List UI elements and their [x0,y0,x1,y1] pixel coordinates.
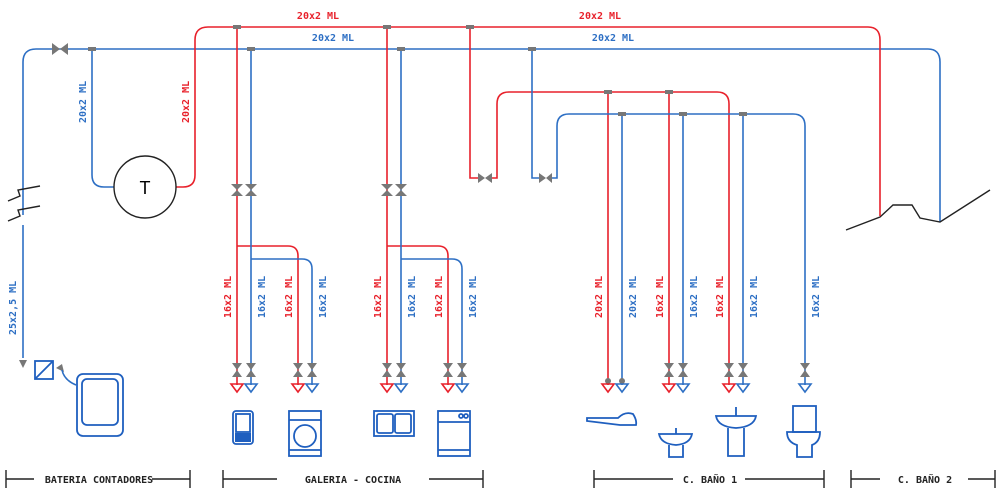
fitting-dot [619,378,625,384]
outlet-icon [379,383,395,394]
outlet-icon [454,383,470,394]
galeria-labels: 16x2 ML 16x2 ML 16x2 ML 16x2 ML 16x2 ML … [223,276,479,318]
outlet-icon [721,383,737,394]
outlet-icon [661,383,677,394]
svg-text:16x2 ML: 16x2 ML [715,276,726,318]
svg-text:16x2 ML: 16x2 ML [407,276,418,318]
section-bar-bano2: C. BAÑO 2 [850,470,996,488]
hot-main-pipe [194,26,881,216]
svg-text:16x2 ML: 16x2 ML [468,276,479,318]
outlet-icon [614,383,630,394]
heater-cold-label: 20x2 ML [78,81,89,123]
heater-cold-pipe [91,49,114,188]
heater-hot-pipe [176,174,196,188]
cold-main-label: 20x2 ML [312,33,354,44]
heater-hot-label: 20x2 ML [181,81,192,123]
svg-text:16x2 ML: 16x2 ML [257,276,268,318]
shower-icon [586,412,638,426]
valve-icon[interactable] [457,363,467,377]
hot-main-label: 20x2 ML [297,11,339,22]
svg-text:20x2 ML: 20x2 ML [628,276,639,318]
valve-icon[interactable] [664,363,674,377]
svg-text:C. BAÑO 1: C. BAÑO 1 [683,473,737,486]
outlet-icon [304,383,320,394]
valve-icon[interactable] [800,363,810,377]
break-mark-right [845,189,991,231]
svg-text:20x2 ML: 20x2 ML [594,276,605,318]
bano1-piping [469,27,806,385]
sink-icon [232,410,254,445]
outlet-icon [243,383,259,394]
galeria-piping [231,27,463,385]
bano1-labels: 20x2 ML 20x2 ML 16x2 ML 16x2 ML 16x2 ML … [594,276,822,318]
fitting-dot [605,378,611,384]
water-meter-icon [19,360,124,437]
section-bar-bano1: C. BAÑO 1 [593,470,825,488]
break-mark [7,185,41,222]
cold-main-pipe [22,48,941,222]
washing-machine-icon [288,410,322,457]
hot-main-label-2: 20x2 ML [579,11,621,22]
dishwasher-icon [437,410,471,457]
valve-icon[interactable] [443,363,453,377]
svg-text:16x2 ML: 16x2 ML [434,276,445,318]
svg-text:BATERIA CONTADORES: BATERIA CONTADORES [45,475,153,486]
valve-icon[interactable] [293,363,303,377]
valve-icon[interactable] [307,363,317,377]
outlet-icon [229,383,245,394]
valve-icon[interactable] [678,363,688,377]
svg-text:GALERIA - COCINA: GALERIA - COCINA [305,475,401,486]
svg-text:16x2 ML: 16x2 ML [318,276,329,318]
valve-icon[interactable] [738,363,748,377]
heater-symbol: T [140,178,151,198]
valve-icon[interactable] [724,363,734,377]
outlet-icon [393,383,409,394]
valve-icon[interactable] [396,363,406,377]
svg-text:C. BAÑO 2: C. BAÑO 2 [898,473,952,486]
svg-text:16x2 ML: 16x2 ML [811,276,822,318]
outlet-icon [797,383,813,394]
meter-riser-label: 25x2,5 ML [8,281,19,335]
outlet-icon [675,383,691,394]
svg-text:16x2 ML: 16x2 ML [655,276,666,318]
svg-text:16x2 ML: 16x2 ML [749,276,760,318]
section-bar-galeria: GALERIA - COCINA [222,470,484,488]
outlet-icon [290,383,306,394]
outlet-icon [600,383,616,394]
outlet-terminals [229,363,813,394]
svg-text:16x2 ML: 16x2 ML [373,276,384,318]
valve-icon[interactable] [52,43,68,55]
svg-text:16x2 ML: 16x2 ML [223,276,234,318]
double-sink-icon [373,410,415,437]
water-heater-icon [113,155,177,219]
cold-main-label-2: 20x2 ML [592,33,634,44]
pedestal-basin-icon [714,407,758,457]
section-bar-bateria: BATERIA CONTADORES [5,470,191,488]
washbasin-icon [657,428,694,458]
outlet-icon [735,383,751,394]
valve-icon[interactable] [246,363,256,377]
svg-text:16x2 ML: 16x2 ML [689,276,700,318]
tee-fittings [88,25,747,116]
toilet-icon [786,405,821,458]
svg-text:16x2 ML: 16x2 ML [284,276,295,318]
valve-icon[interactable] [232,363,242,377]
valve-icon[interactable] [382,363,392,377]
outlet-icon [440,383,456,394]
